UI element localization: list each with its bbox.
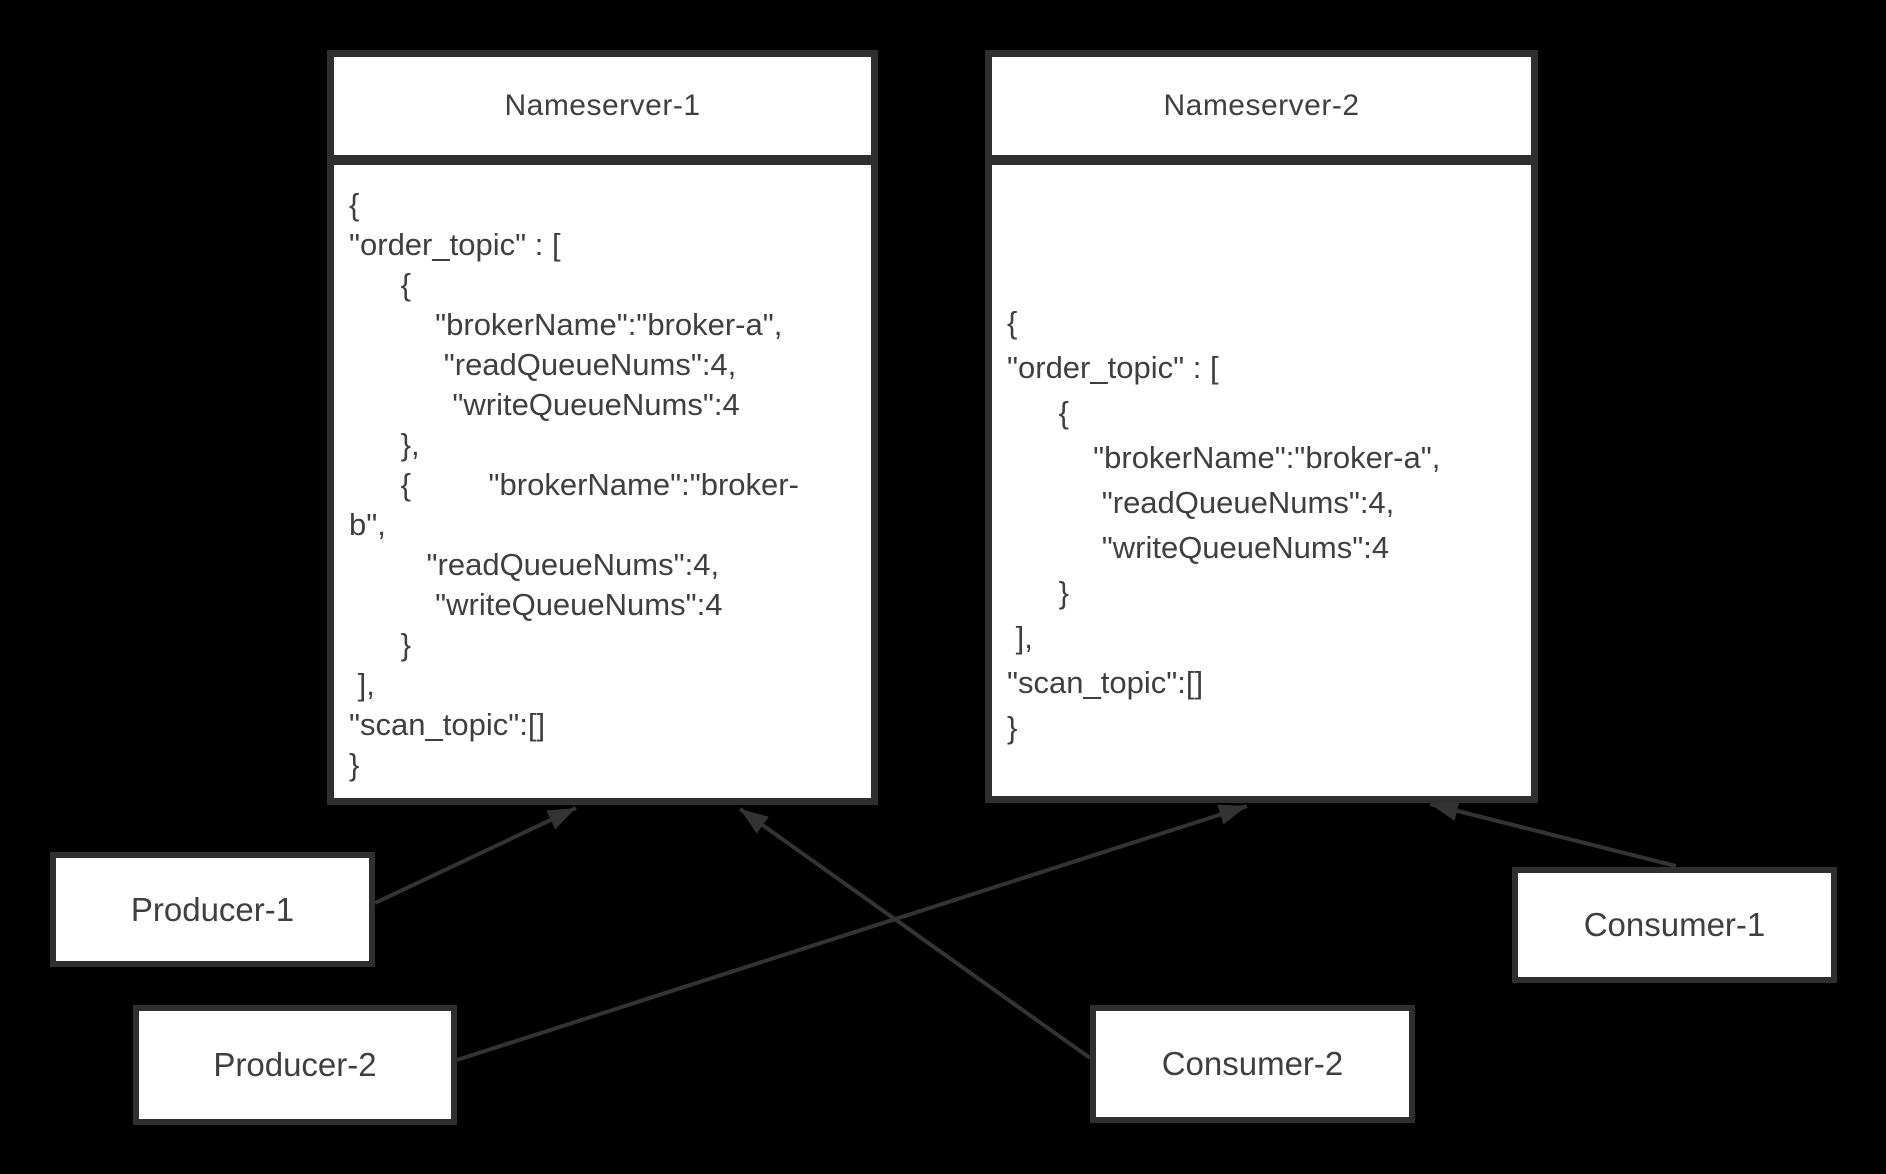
nameserver1-title: Nameserver-1 [504,89,701,122]
code-line: "order_topic" : [ [349,227,561,262]
consumer-2-label: Consumer-2 [1161,1045,1344,1082]
code-line: } [1007,710,1018,745]
consumer-1-box: Consumer-1 [1512,867,1837,983]
code-line: "readQueueNums":4, [1007,485,1395,520]
code-line: "scan_topic":[] [1007,665,1204,700]
nameserver2-title: Nameserver-2 [1163,89,1360,122]
arrow-consumer2-to-nameserver1 [738,807,1092,1060]
code-line: "readQueueNums":4, [349,547,720,582]
code-line: "readQueueNums":4, [349,347,737,382]
code-line: b", [349,507,386,542]
code-line: { [349,187,360,222]
code-line: "brokerName":"broker-a", [349,307,783,342]
consumer-1-label: Consumer-1 [1583,906,1766,943]
code-line: { [349,267,412,302]
code-line: "writeQueueNums":4 [1007,530,1390,565]
code-line: ], [1007,620,1033,655]
code-line: "order_topic" : [ [1007,350,1219,385]
code-line: ], [349,667,375,702]
code-line: { [1007,305,1018,340]
arrow-producer2-to-nameserver2 [456,804,1248,1062]
code-line: "writeQueueNums":4 [349,587,723,622]
producer-1-label: Producer-1 [130,890,295,928]
producer-1-box: Producer-1 [50,852,375,967]
nameserver2-box: Nameserver-2 { "order_topic" : [ { "brok… [985,50,1538,803]
consumer-2-box: Consumer-2 [1090,1005,1415,1123]
code-line: { [1007,395,1070,430]
nameserver1-body: { "order_topic" : [ { "brokerName":"brok… [334,165,871,785]
code-line: { "brokerName":"broker- [349,467,799,502]
code-line: } [349,747,360,782]
arrow-consumer1-to-nameserver2 [1429,800,1677,868]
arrow-producer1-to-nameserver1 [374,806,577,905]
code-line: "brokerName":"broker-a", [1007,440,1441,475]
producer-2-label: Producer-2 [213,1046,377,1083]
nameserver2-body: { "order_topic" : [ { "brokerName":"brok… [992,165,1531,750]
code-line: "scan_topic":[] [349,707,546,742]
nameserver1-box: Nameserver-1 { "order_topic" : [ { "brok… [327,50,878,805]
code-line: "writeQueueNums":4 [349,387,740,422]
code-line: } [1007,575,1070,610]
nameserver2-header: Nameserver-2 [992,57,1531,165]
code-line: }, [349,427,420,462]
code-line: } [349,627,412,662]
producer-2-box: Producer-2 [133,1005,457,1125]
nameserver1-header: Nameserver-1 [334,57,871,165]
